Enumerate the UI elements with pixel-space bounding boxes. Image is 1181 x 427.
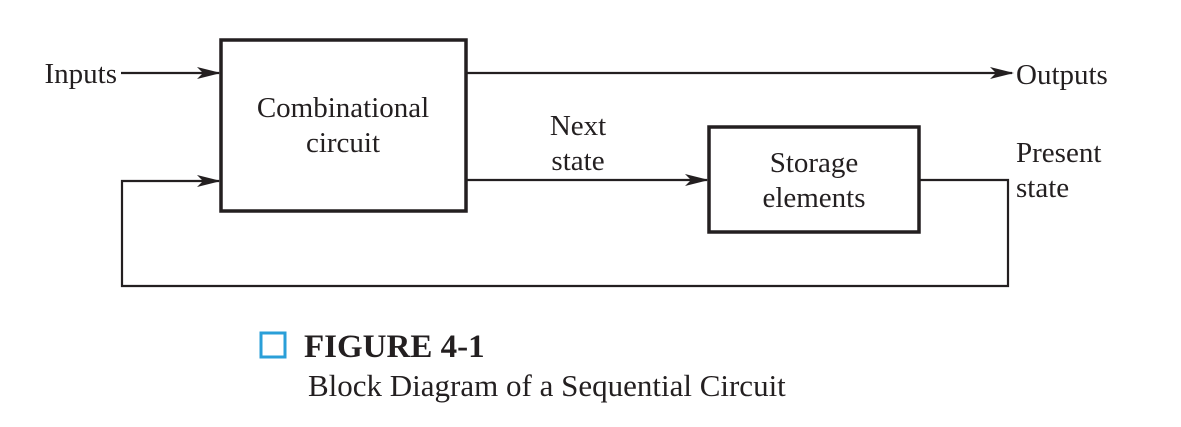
caption-square-marker	[259, 331, 287, 359]
next-state-label-line2: state	[551, 145, 604, 177]
next-state-label-line1: Next	[550, 110, 606, 142]
combinational-circuit-block	[219, 38, 468, 213]
storage-elements-label-line1: Storage	[770, 147, 859, 179]
present-state-label-line1: Present	[1016, 137, 1101, 169]
combinational-circuit-label-line1: Combinational	[257, 92, 429, 124]
present-state-feedback-path	[120, 175, 1010, 288]
combinational-circuit-label-line2: circuit	[306, 127, 380, 159]
outputs-label: Outputs	[1016, 59, 1108, 91]
present-state-label-line2: state	[1016, 172, 1069, 204]
inputs-label: Inputs	[45, 58, 118, 90]
figure-number: FIGURE 4-1	[304, 329, 485, 365]
storage-elements-label-line2: elements	[762, 182, 865, 214]
figure-caption: Block Diagram of a Sequential Circuit	[308, 368, 786, 403]
storage-elements-block	[707, 125, 921, 234]
